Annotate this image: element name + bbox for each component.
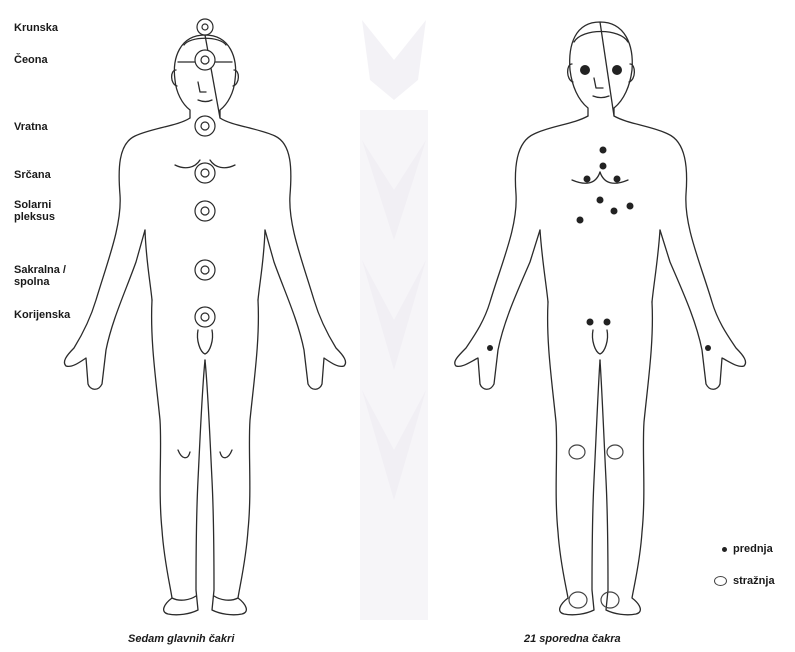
- minor-front-point: [597, 197, 604, 204]
- minor-front-point: [627, 203, 634, 210]
- label-vratna: Vratna: [14, 121, 48, 133]
- caption-main-chakras: Sedam glavnih čakri: [128, 633, 234, 645]
- crown-chakra-symbol: [197, 19, 213, 35]
- minor-front-point: [611, 208, 618, 215]
- minor-chakra-back-points: [569, 445, 623, 608]
- label-srcana: Srčana: [14, 169, 51, 181]
- minor-front-point: [587, 319, 594, 326]
- front-dot-icon: [722, 547, 727, 552]
- root-chakra-symbol: [195, 307, 215, 327]
- minor-chakra-front-points: [487, 65, 711, 351]
- minor-front-point: [600, 163, 607, 170]
- minor-front-point: [580, 65, 590, 75]
- sacral-chakra-symbol: [195, 260, 215, 280]
- heart-chakra-symbol: [195, 163, 215, 183]
- caption-minor-chakras: 21 sporedna čakra: [524, 633, 621, 645]
- minor-front-point: [604, 319, 611, 326]
- minor-back-point: [569, 592, 587, 608]
- legend-back: stražnja: [714, 575, 775, 587]
- legend-front: prednja: [722, 543, 773, 555]
- minor-back-point: [601, 592, 619, 608]
- background-watermark: [360, 20, 428, 620]
- label-korijenska: Korijenska: [14, 309, 70, 321]
- minor-front-point: [705, 345, 711, 351]
- minor-front-point: [612, 65, 622, 75]
- minor-front-point: [577, 217, 584, 224]
- label-solarni-pleksus: Solarni pleksus: [14, 199, 74, 223]
- throat-chakra-symbol: [195, 116, 215, 136]
- right-body-figure: [455, 22, 746, 615]
- main-chakra-symbols: [195, 19, 215, 327]
- minor-front-point: [600, 147, 607, 154]
- label-krunska: Krunska: [14, 22, 58, 34]
- legend-back-label: stražnja: [733, 575, 775, 587]
- label-sakralna: Sakralna / spolna: [14, 264, 84, 288]
- minor-back-point: [569, 445, 585, 459]
- solar-plexus-chakra-symbol: [195, 201, 215, 221]
- legend-front-label: prednja: [733, 543, 773, 555]
- brow-chakra-symbol: [195, 50, 215, 70]
- minor-front-point: [614, 176, 621, 183]
- back-ring-icon: [714, 576, 727, 586]
- minor-front-point: [487, 345, 493, 351]
- minor-back-point: [607, 445, 623, 459]
- label-ceona: Čeona: [14, 54, 48, 66]
- minor-front-point: [584, 176, 591, 183]
